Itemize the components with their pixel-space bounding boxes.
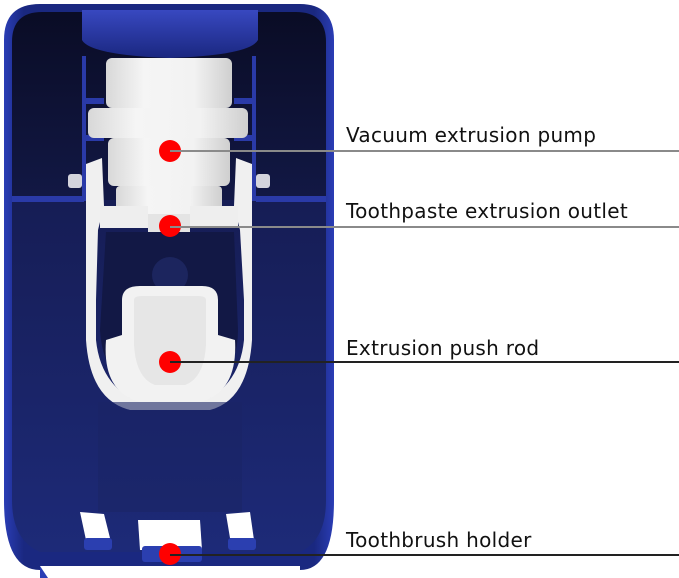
leader-line-push-rod [170, 361, 679, 363]
leader-line-extrusion-outlet [170, 226, 679, 228]
leader-line-toothbrush-holder [170, 554, 679, 556]
toothpaste-dispenser-illustration [4, 4, 334, 578]
label-toothbrush-holder: Toothbrush holder [346, 528, 532, 552]
leader-line-vacuum-pump [170, 150, 679, 152]
label-vacuum-extrusion-pump: Vacuum extrusion pump [346, 123, 597, 147]
label-toothpaste-extrusion-outlet: Toothpaste extrusion outlet [346, 199, 629, 223]
label-extrusion-push-rod: Extrusion push rod [346, 336, 540, 360]
